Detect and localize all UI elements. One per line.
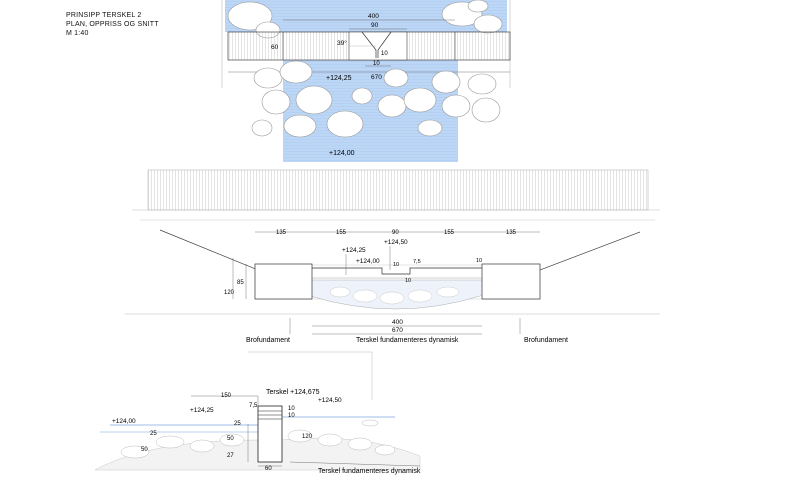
elev-dim-10-left: 10 <box>393 262 399 268</box>
elev-dim-155b: 155 <box>444 230 455 236</box>
plan-angle: 39° <box>337 39 347 47</box>
plan-view: 400 90 60 39° 10 10 670 <box>221 0 511 162</box>
section-dim-50a: 50 <box>227 436 234 442</box>
section-dim-120: 120 <box>302 434 313 440</box>
section-dim-150: 150 <box>221 393 232 399</box>
weir-left-block <box>254 263 313 300</box>
elev-dim-120: 120 <box>224 290 235 296</box>
section-dim-27: 27 <box>227 453 234 459</box>
elev-level-124-25: +124,25 <box>342 247 366 254</box>
plan-stones-lower <box>251 60 501 138</box>
elev-dim-670: 670 <box>392 327 403 334</box>
section-dim-10b: 10 <box>288 413 295 419</box>
title-line-1: PRINSIPP TERSKEL 2 <box>66 12 142 19</box>
plan-level-lower: +124,00 <box>329 150 355 157</box>
section-dim-50b: 50 <box>141 447 148 453</box>
title-line-2: PLAN, OPPRISS OG SNITT <box>66 21 159 28</box>
section-weir-post <box>257 405 283 463</box>
elev-dim-135b: 135 <box>506 230 517 236</box>
plan-dim-10b: 10 <box>373 61 380 67</box>
section-dim-7-5: 7,5 <box>249 403 258 409</box>
section-level-124-00: +124,00 <box>112 418 136 425</box>
bridge-deck <box>147 169 649 211</box>
plan-dim-400: 400 <box>368 13 379 20</box>
section-label-bottom: Terskel fundamenteres dynamisk <box>318 468 421 475</box>
plan-level-upper: +124,25 <box>326 75 352 82</box>
elev-label-center: Terskel fundamenteres dynamisk <box>356 337 459 344</box>
elevation-view: 135 155 90 155 135 +124,25 +124,50 +124,… <box>125 169 660 344</box>
elev-dim-85: 85 <box>237 280 244 286</box>
weir-right-block <box>481 263 541 300</box>
section-dim-25a: 25 <box>150 431 157 437</box>
elev-level-124-00: +124,00 <box>356 258 380 265</box>
section-view: Terskel +124,675 150 7,5 10 10 +124,50 +… <box>94 351 421 475</box>
section-dim-25b: 25 <box>234 421 241 427</box>
section-terskel-label: Terskel +124,675 <box>266 389 320 396</box>
elev-level-124-50: +124,50 <box>384 239 408 246</box>
elev-label-right: Brofundament <box>524 337 568 344</box>
section-level-124-50: +124,50 <box>318 397 342 404</box>
plan-dim-90: 90 <box>371 22 379 29</box>
plan-dim-670: 670 <box>371 74 382 81</box>
elev-dim-7-5: 7,5 <box>413 259 421 265</box>
elev-dim-10-right: 10 <box>476 258 482 264</box>
plan-dim-10a: 10 <box>381 51 388 57</box>
elev-label-left: Brofundament <box>246 337 290 344</box>
weir-crest <box>312 267 482 275</box>
elev-bed-stones <box>329 286 460 305</box>
plan-dim-60: 60 <box>271 44 279 51</box>
elev-dim-400: 400 <box>392 319 403 326</box>
elev-dim-90: 90 <box>392 230 399 236</box>
elev-dim-135a: 135 <box>276 230 287 236</box>
section-stones <box>120 419 396 459</box>
title-line-3: M 1:40 <box>66 30 89 37</box>
elev-dim-10-bottom: 10 <box>405 278 411 284</box>
section-dim-60: 60 <box>265 466 272 472</box>
elev-dim-155a: 155 <box>336 230 347 236</box>
section-dim-10a: 10 <box>288 406 295 412</box>
section-level-124-25: +124,25 <box>190 407 214 414</box>
